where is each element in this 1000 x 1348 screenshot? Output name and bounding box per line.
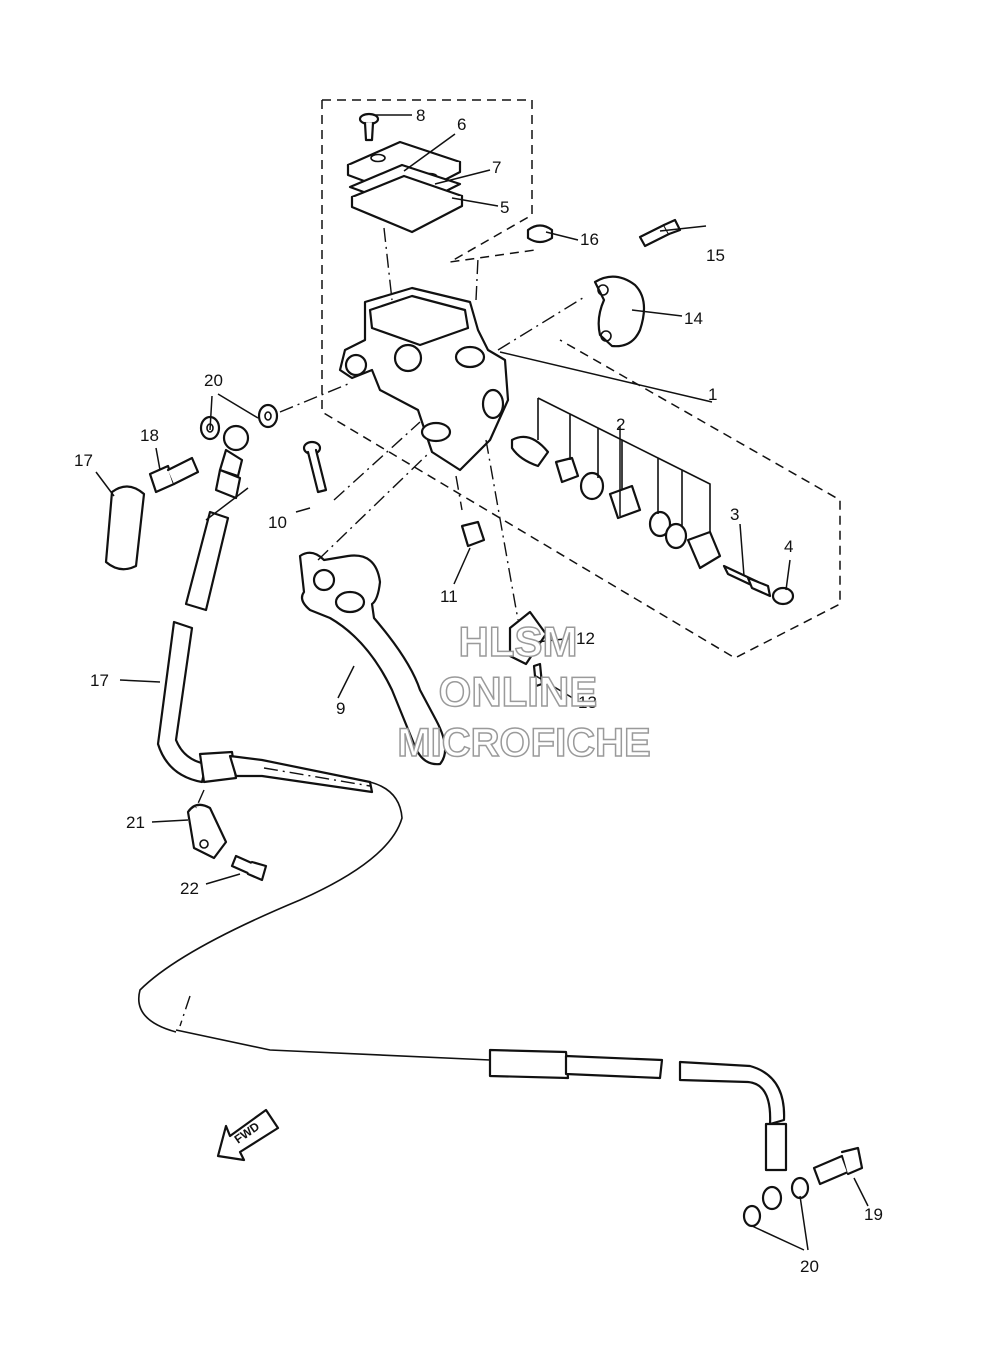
fwd-arrow-icon: FWD bbox=[216, 1108, 280, 1162]
master-cylinder-body[interactable] bbox=[338, 286, 510, 472]
callout-19-upper: 18 bbox=[140, 426, 159, 445]
callout-21: 21 bbox=[126, 813, 145, 832]
brake-hose-17-upper[interactable] bbox=[184, 424, 250, 612]
callout-9: 9 bbox=[336, 699, 345, 718]
callout-20-upper: 20 bbox=[204, 371, 223, 390]
screw-8[interactable] bbox=[358, 112, 380, 142]
callout-13: 13 bbox=[578, 693, 597, 712]
pivot-bolt-10[interactable] bbox=[302, 440, 328, 494]
push-rod-3[interactable] bbox=[722, 564, 772, 598]
brake-hose-17[interactable] bbox=[138, 620, 788, 1211]
bolt-22[interactable] bbox=[230, 854, 268, 882]
cover-18[interactable] bbox=[104, 485, 146, 571]
boot-4[interactable] bbox=[771, 586, 795, 606]
union-bolt-19-upper[interactable] bbox=[148, 456, 200, 494]
callout-7: 7 bbox=[492, 158, 501, 177]
reservoir-group-boundary-left bbox=[321, 100, 841, 659]
bolt-15[interactable] bbox=[638, 218, 682, 248]
washer-20-lower-b[interactable] bbox=[790, 1176, 810, 1200]
leader-lines bbox=[95, 114, 869, 1251]
callout-8: 8 bbox=[416, 106, 425, 125]
washer-20-lower-a[interactable] bbox=[742, 1204, 762, 1228]
callout-4: 4 bbox=[784, 537, 793, 556]
callout-5: 5 bbox=[500, 198, 509, 217]
callout-18: 17 bbox=[74, 451, 93, 470]
callout-6: 6 bbox=[457, 115, 466, 134]
callout-1: 1 bbox=[708, 385, 717, 404]
cap-16[interactable] bbox=[526, 224, 554, 244]
callout-19-lower: 19 bbox=[864, 1205, 883, 1224]
callout-2: 2 bbox=[616, 415, 625, 434]
washer-20-upper[interactable] bbox=[257, 403, 279, 429]
callout-20-lower: 20 bbox=[800, 1257, 819, 1276]
watermark-line2: ONLINE bbox=[439, 668, 598, 715]
holder-14[interactable] bbox=[593, 275, 646, 348]
brake-switch-12[interactable] bbox=[508, 610, 548, 666]
alignment-lines bbox=[179, 227, 587, 1027]
screw-13[interactable] bbox=[532, 662, 544, 688]
clamp-21[interactable] bbox=[186, 803, 228, 860]
callout-15: 15 bbox=[706, 246, 725, 265]
callout-16: 16 bbox=[580, 230, 599, 249]
watermark-line3: MICROFICHE bbox=[397, 721, 650, 765]
reservoir-group-boundary bbox=[322, 99, 536, 263]
callout-17: 17 bbox=[90, 671, 109, 690]
diaphragm-5[interactable] bbox=[350, 174, 464, 234]
callout-10: 10 bbox=[268, 513, 287, 532]
callout-3: 3 bbox=[730, 505, 739, 524]
callout-11: 11 bbox=[440, 587, 458, 606]
callout-12: 12 bbox=[576, 629, 595, 648]
watermark-line1: HLSM bbox=[459, 618, 578, 665]
callout-14: 14 bbox=[684, 309, 703, 328]
piston-kit-2[interactable] bbox=[510, 397, 722, 570]
callout-22: 22 bbox=[180, 879, 199, 898]
lever-9[interactable] bbox=[298, 551, 447, 766]
nut-11[interactable] bbox=[460, 520, 486, 548]
union-bolt-19-lower[interactable] bbox=[812, 1146, 864, 1186]
